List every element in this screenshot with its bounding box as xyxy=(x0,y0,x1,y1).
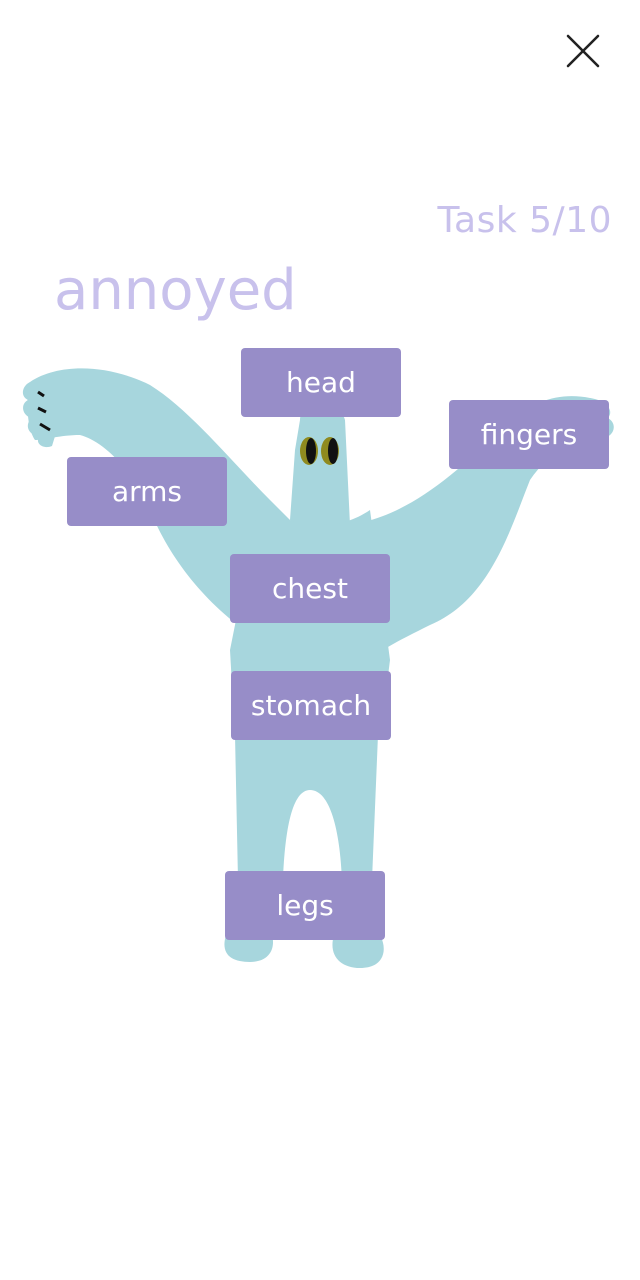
task-counter: Task 5/10 xyxy=(437,200,612,241)
body-part-fingers-button[interactable]: fingers xyxy=(449,400,609,469)
figure-head xyxy=(290,405,350,531)
figure-left-foot xyxy=(224,935,274,962)
body-part-legs-button[interactable]: legs xyxy=(225,871,385,940)
close-icon xyxy=(566,34,600,68)
body-part-chest-button[interactable]: chest xyxy=(230,554,390,623)
emotion-title: annoyed xyxy=(54,258,297,323)
figure-left-fingers xyxy=(22,382,60,448)
body-part-head-button[interactable]: head xyxy=(241,348,401,417)
figure-right-foot xyxy=(332,935,384,968)
figure-legs xyxy=(235,735,378,880)
body-part-arms-button[interactable]: arms xyxy=(67,457,227,526)
body-part-stomach-button[interactable]: stomach xyxy=(231,671,391,740)
close-button[interactable] xyxy=(560,28,606,74)
